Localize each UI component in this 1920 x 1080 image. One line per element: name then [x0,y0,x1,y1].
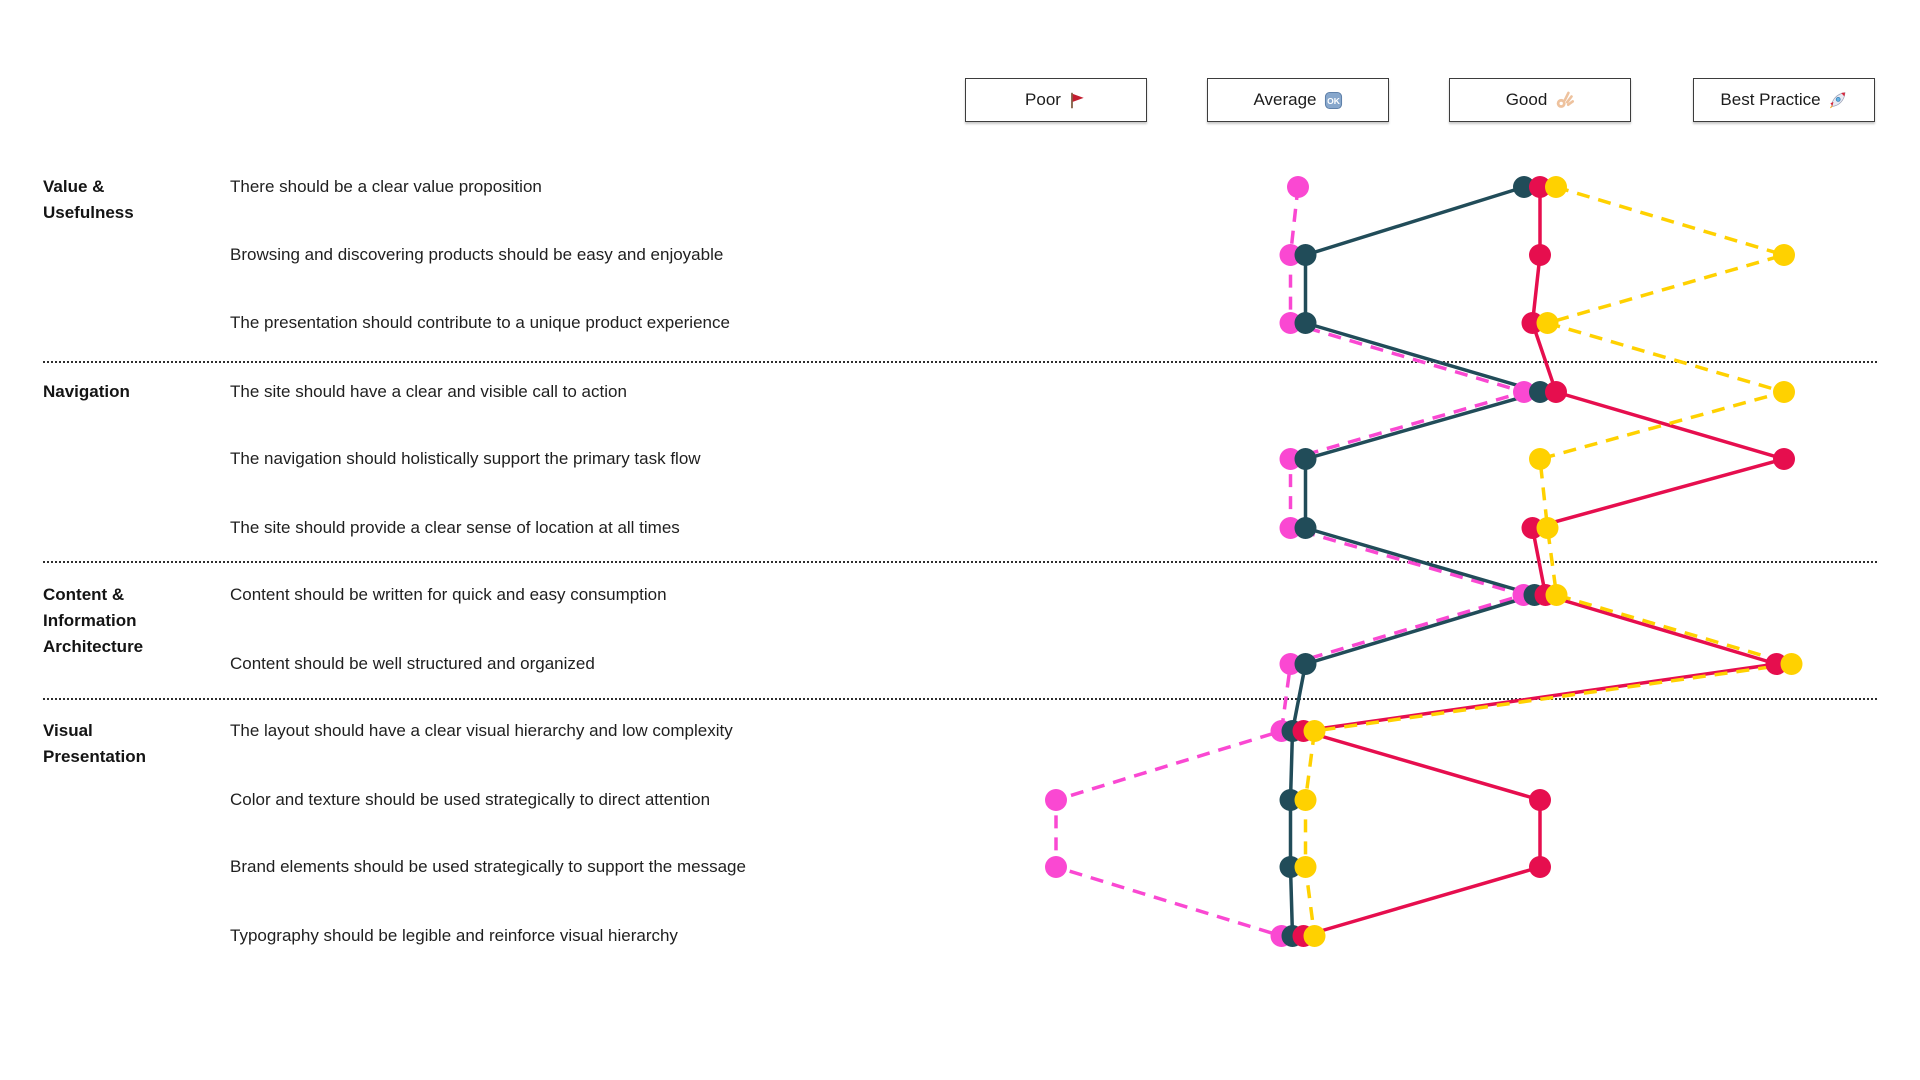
series-teal-point-row-7 [1294,653,1317,675]
category-value-usefulness: Value & Usefulness [43,177,134,222]
criterion-label: The layout should have a clear visual hi… [230,721,733,740]
category-content-ia: Content & Information Architecture [43,585,144,656]
series-yellow-point-row-7 [1780,653,1803,675]
series-yellow-line [1303,185,1792,937]
series-yellow-point-row-6 [1545,584,1568,606]
series-yellow-point-row-8 [1303,720,1326,742]
rocket-icon [1828,90,1848,110]
series-pink-point-row-0 [1287,176,1309,198]
category-navigation: Navigation [43,382,130,401]
criterion-label: The site should provide a clear sense of… [230,518,680,537]
ok-hand-icon [1554,90,1575,110]
series-red-point-row-0 [1529,176,1551,198]
criterion-label: The navigation should holistically suppo… [230,449,701,468]
group-divider [43,361,1877,363]
column-header-best-practice[interactable]: Best Practice [1693,78,1875,122]
series-red-point-row-3 [1545,381,1567,403]
column-header-average[interactable]: Average OK [1207,78,1389,122]
criterion-label: Typography should be legible and reinfor… [230,926,678,945]
criterion-label: Color and texture should be used strateg… [230,790,711,809]
series-teal-point-row-0 [1513,176,1535,198]
series-yellow-point-row-0 [1545,176,1567,198]
series-pink-point-row-9 [1045,789,1067,811]
series-yellow-point-row-2 [1536,312,1559,334]
criterion-label: Content should be written for quick and … [230,585,667,604]
series-teal-point-row-2 [1294,312,1317,334]
series-teal-point-row-4 [1294,448,1317,470]
criterion-label: Content should be well structured and or… [230,654,595,673]
group-divider [43,561,1877,563]
series-red-point-row-10 [1529,856,1551,878]
criterion-label: Brand elements should be used strategica… [230,857,746,876]
criterion-label: There should be a clear value propositio… [230,177,542,196]
series-yellow-point-row-3 [1773,381,1795,403]
column-header-poor[interactable]: Poor [965,78,1147,122]
column-header-good[interactable]: Good [1449,78,1631,122]
series-yellow-point-row-5 [1536,517,1559,539]
criterion-label: Browsing and discovering products should… [230,245,724,264]
criterion-label: The presentation should contribute to a … [230,313,730,332]
column-header-label: Best Practice [1720,90,1821,109]
series-yellow-point-row-9 [1294,789,1317,811]
column-header-label: Good [1505,90,1548,109]
series-yellow-point-row-4 [1529,448,1551,470]
criterion-label: The site should have a clear and visible… [230,382,627,401]
series-pink-point-row-10 [1045,856,1067,878]
series-yellow-point-row-11 [1303,925,1326,947]
category-visual-presentation: Visual Presentation [43,721,146,766]
series-teal-line [1288,185,1547,937]
series-teal-point-row-5 [1294,517,1317,539]
series-red-point-row-9 [1529,789,1551,811]
column-header-label: Average [1253,90,1317,109]
column-header-label: Poor [1025,90,1061,109]
series-teal-point-row-3 [1529,381,1551,403]
flag-icon [1068,91,1087,110]
svg-text:OK: OK [1327,95,1341,105]
series-yellow-point-row-10 [1294,856,1317,878]
ok-button-icon: OK [1324,91,1343,110]
series-red-point-row-1 [1529,244,1551,266]
series-teal-point-row-1 [1294,244,1317,266]
series-pink-point-row-3 [1513,381,1535,403]
series-yellow-point-row-1 [1773,244,1795,266]
group-divider [43,698,1877,700]
series-red-line [1303,187,1791,938]
series-red-point-row-4 [1773,448,1795,470]
